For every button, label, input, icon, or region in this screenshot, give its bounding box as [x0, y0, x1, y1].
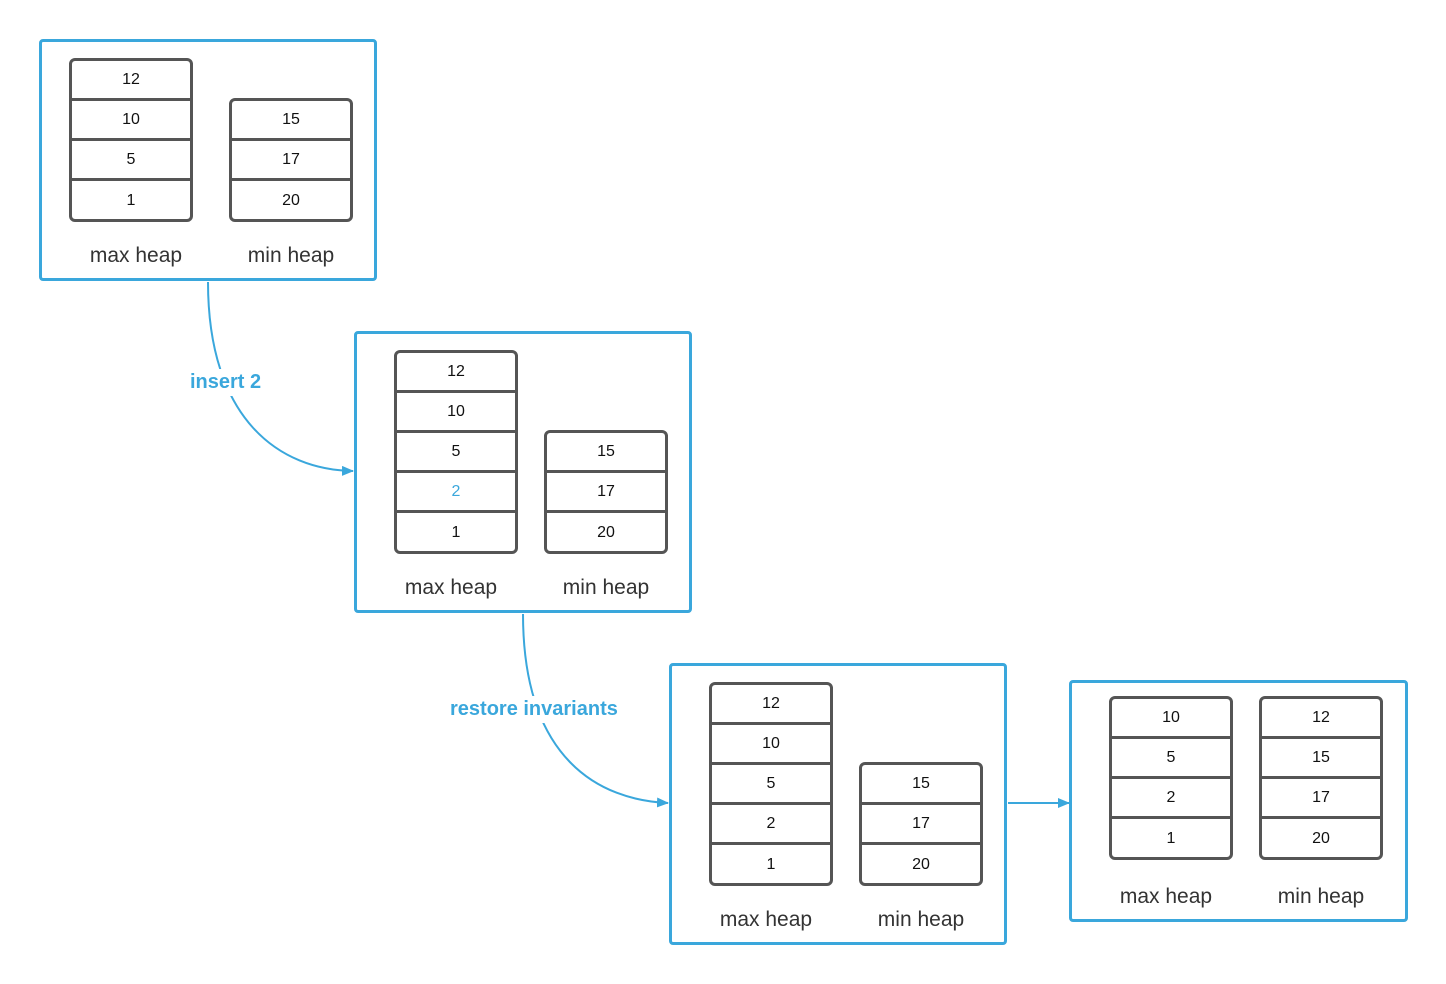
heap-cell: 17 [1262, 779, 1380, 819]
max-heap-label: max heap [404, 576, 498, 599]
heap-cell: 12 [397, 353, 515, 393]
heap-cell: 10 [1112, 699, 1230, 739]
heap-cell: 10 [397, 393, 515, 433]
heap-cell: 15 [1262, 739, 1380, 779]
restore-arrow [522, 613, 669, 808]
insert-label: insert 2 [186, 369, 266, 396]
heap-cell: 12 [72, 61, 190, 101]
heap-cell: 1 [1166, 830, 1176, 847]
heap-cell: 2 [712, 805, 830, 845]
heap-cell: 1 [451, 524, 461, 541]
heap-cell: 20 [282, 192, 300, 209]
heap-cell: 17 [547, 473, 665, 513]
max-heap-label: max heap [719, 908, 813, 931]
heap-cell: 2 [1112, 779, 1230, 819]
heap-cell: 5 [72, 141, 190, 181]
heap-cell: 20 [912, 856, 930, 873]
heap-cell: 12 [712, 685, 830, 725]
heap-cell: 2 [397, 473, 515, 513]
min-heap-label: min heap [247, 244, 335, 267]
restore-label: restore invariants [446, 696, 622, 723]
heap-cell: 5 [397, 433, 515, 473]
min-heap-label: min heap [877, 908, 965, 931]
heap-cell: 20 [597, 524, 615, 541]
heap-cell: 1 [766, 856, 776, 873]
heap-cell: 15 [232, 101, 350, 141]
heap-cell: 10 [712, 725, 830, 765]
heap-cell: 15 [862, 765, 980, 805]
heap-cell: 12 [1262, 699, 1380, 739]
min-heap-label: min heap [1277, 885, 1365, 908]
heap-cell: 17 [232, 141, 350, 181]
insert-arrow [207, 281, 354, 476]
heap-cell: 5 [1112, 739, 1230, 779]
min-heap-label: min heap [562, 576, 650, 599]
max-heap-label: max heap [89, 244, 183, 267]
heap-cell: 10 [72, 101, 190, 141]
max-heap-label: max heap [1119, 885, 1213, 908]
heap-cell: 1 [126, 192, 136, 209]
heap-cell: 5 [712, 765, 830, 805]
heap-cell: 17 [862, 805, 980, 845]
heap-cell: 20 [1312, 830, 1330, 847]
heap-cell: 15 [547, 433, 665, 473]
